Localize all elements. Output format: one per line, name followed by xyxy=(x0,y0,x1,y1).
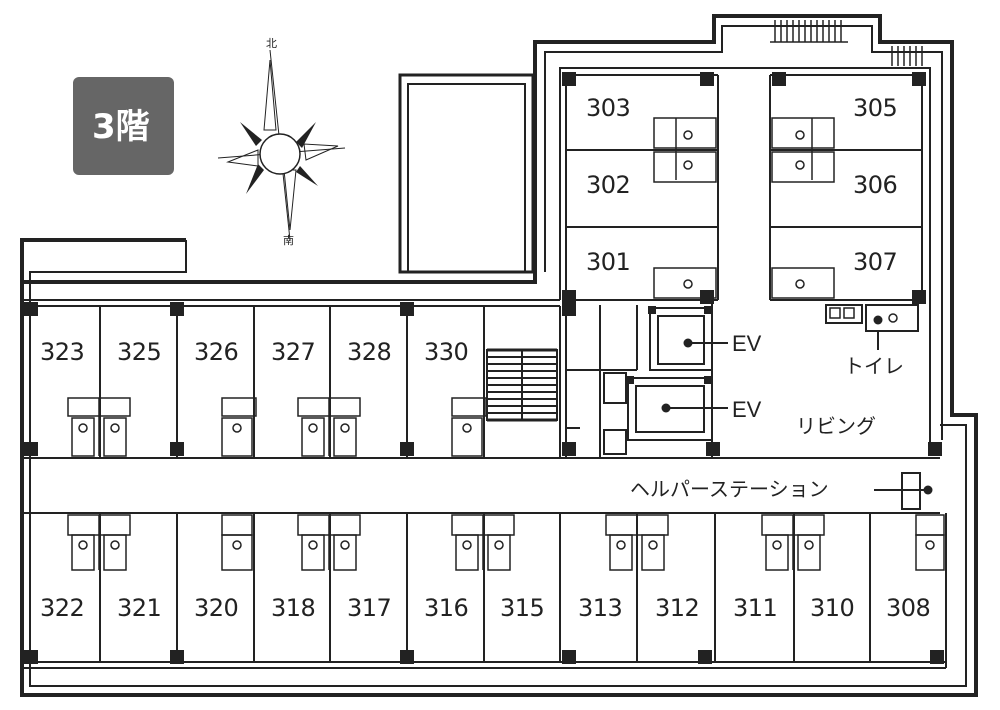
outer-wall-inner xyxy=(29,240,967,687)
room-number: 326 xyxy=(194,338,238,366)
floor-badge xyxy=(73,77,174,175)
floor-badge-label: 3階 xyxy=(92,107,150,147)
room-number: 322 xyxy=(40,594,84,622)
bathroom-fixtures xyxy=(67,117,945,571)
core-walls xyxy=(565,300,713,458)
columns xyxy=(24,72,944,664)
room-number: 318 xyxy=(271,594,315,622)
room-number: 312 xyxy=(655,594,699,622)
roof-terrace xyxy=(398,73,535,274)
compass-south-label: 南 xyxy=(283,234,294,247)
room-number: 306 xyxy=(853,171,897,199)
room-number: 321 xyxy=(117,594,161,622)
room-number: 307 xyxy=(853,248,897,276)
north-row-walls xyxy=(22,299,940,514)
room-number: 308 xyxy=(886,594,930,622)
room-number: 303 xyxy=(586,94,630,122)
living-label: リビング xyxy=(796,414,876,438)
room-number: 317 xyxy=(347,594,391,622)
room-number: 325 xyxy=(117,338,161,366)
toilet-label: トイレ xyxy=(844,354,904,378)
room-number: 316 xyxy=(424,594,468,622)
help-station-marker xyxy=(923,485,933,495)
toilet-room xyxy=(825,304,921,510)
room-number: 311 xyxy=(733,594,777,622)
room-number: 305 xyxy=(853,94,897,122)
compass-north-label: 北 xyxy=(266,37,277,50)
room-numbers: 303 302 301 305 306 307 323 325 326 327 … xyxy=(40,94,931,622)
south-row-walls xyxy=(22,513,947,669)
roof-terrace-inner xyxy=(407,83,526,272)
room-number: 301 xyxy=(586,248,630,276)
help-station-label: ヘルパーステーション xyxy=(630,477,829,501)
ev-label: EV xyxy=(732,331,762,356)
compass-rose-icon xyxy=(217,49,346,241)
upper-room-walls xyxy=(565,74,923,301)
roof-stair-hatch xyxy=(770,20,923,66)
inner-block-wall-2 xyxy=(559,67,931,445)
stairwell xyxy=(486,348,558,422)
ev1-marker xyxy=(683,338,693,348)
room-number: 330 xyxy=(424,338,468,366)
room-number: 302 xyxy=(586,171,630,199)
ev-label: EV xyxy=(732,397,762,422)
outer-wall xyxy=(20,14,978,697)
inner-block-wall xyxy=(544,25,943,440)
ev2-marker xyxy=(661,403,671,413)
toilet-marker xyxy=(873,315,883,325)
room-number: 315 xyxy=(500,594,544,622)
room-number: 313 xyxy=(578,594,622,622)
room-number: 323 xyxy=(40,338,84,366)
room-number: 327 xyxy=(271,338,315,366)
room-number: 320 xyxy=(194,594,238,622)
room-number: 328 xyxy=(347,338,391,366)
room-number: 310 xyxy=(810,594,854,622)
